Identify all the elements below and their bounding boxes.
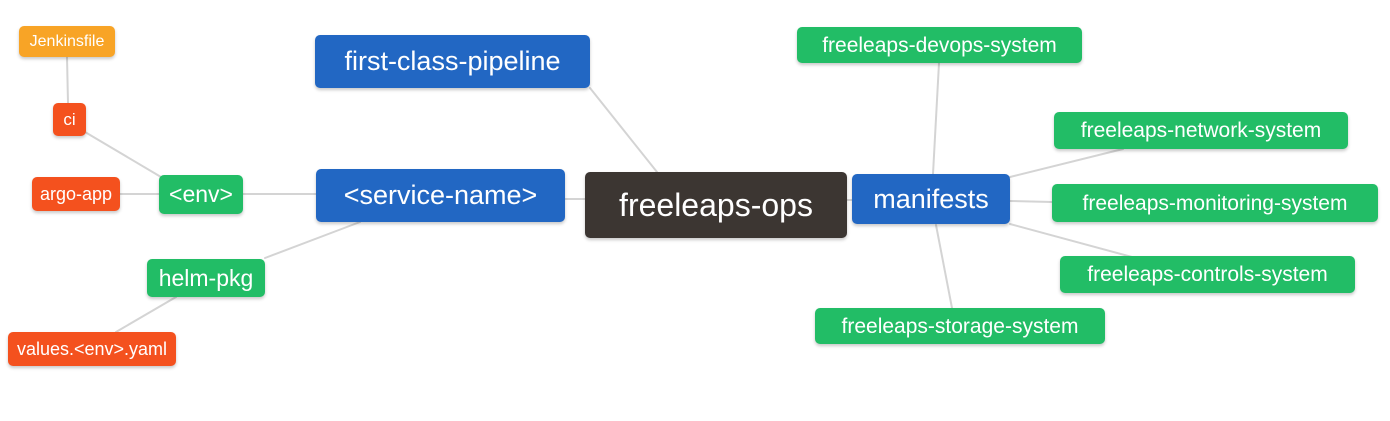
node-values-env-yaml[interactable]: values.<env>.yaml: [8, 332, 176, 366]
node-storage-system[interactable]: freeleaps-storage-system: [815, 308, 1105, 344]
edge-manifests-to-controls-system: [1009, 223, 1133, 258]
edge-manifests-to-network-system: [1009, 148, 1124, 178]
node-monitoring-system[interactable]: freeleaps-monitoring-system: [1052, 184, 1378, 222]
node-devops-system[interactable]: freeleaps-devops-system: [797, 27, 1082, 63]
edge-ci-to-env: [84, 131, 162, 178]
node-first-class-pipeline[interactable]: first-class-pipeline: [315, 35, 590, 88]
edge-jenkinsfile-to-ci: [66, 56, 69, 104]
node-helm-pkg[interactable]: helm-pkg: [147, 259, 265, 297]
node-manifests[interactable]: manifests: [852, 174, 1010, 224]
edge-values-env-yaml-to-helm-pkg: [115, 296, 177, 333]
node-network-system[interactable]: freeleaps-network-system: [1054, 112, 1348, 149]
edge-helm-pkg-to-service-name: [264, 221, 361, 259]
edge-first-class-pipeline-to-freeleaps-ops: [589, 87, 658, 173]
node-jenkinsfile[interactable]: Jenkinsfile: [19, 26, 115, 57]
edge-manifests-to-devops-system: [932, 62, 940, 175]
edge-manifests-to-storage-system: [935, 224, 953, 309]
node-argo-app[interactable]: argo-app: [32, 177, 120, 211]
edge-manifests-to-monitoring-system: [1009, 200, 1053, 203]
node-ci[interactable]: ci: [53, 103, 86, 136]
node-service-name[interactable]: <service-name>: [316, 169, 565, 222]
node-env[interactable]: <env>: [159, 175, 243, 214]
node-freeleaps-ops[interactable]: freeleaps-ops: [585, 172, 847, 238]
node-controls-system[interactable]: freeleaps-controls-system: [1060, 256, 1355, 293]
